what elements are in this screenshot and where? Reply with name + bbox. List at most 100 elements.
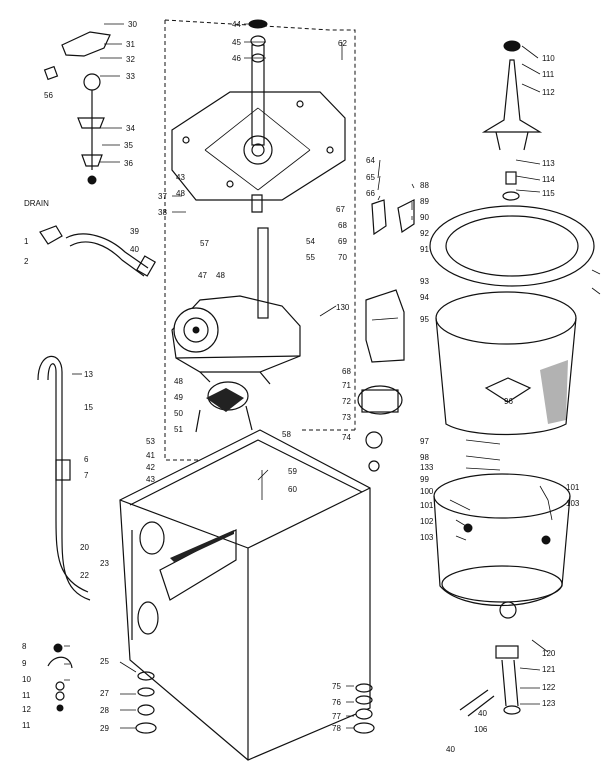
callout-101-left: 101: [420, 501, 434, 510]
callout-62: 62: [338, 39, 347, 48]
callout-89: 89: [420, 197, 429, 206]
outer-tub: [433, 473, 571, 717]
callout-42: 42: [146, 463, 155, 472]
callout-28: 28: [100, 706, 109, 715]
callout-75: 75: [332, 682, 341, 691]
callout-101-right: 101: [566, 483, 580, 492]
transmission: [171, 227, 301, 433]
callout-13: 13: [84, 370, 93, 379]
callout-36: 36: [124, 159, 133, 168]
callout-50: 50: [174, 409, 183, 418]
callout-66: 66: [366, 189, 375, 198]
callout-90: 90: [420, 213, 429, 222]
callout-48-low: 48: [174, 377, 183, 386]
callout-58: 58: [282, 430, 291, 439]
spin-basket: [435, 291, 577, 436]
callout-33: 33: [126, 72, 135, 81]
callout-43-low: 43: [146, 475, 155, 484]
callout-56: 56: [44, 91, 53, 100]
callout-100: 100: [420, 487, 434, 496]
callout-29: 29: [100, 724, 109, 733]
callout-123: 123: [542, 699, 556, 708]
callout-45: 45: [232, 38, 241, 47]
callout-64: 64: [366, 156, 375, 165]
callout-1: 1: [24, 237, 29, 246]
callout-59: 59: [288, 467, 297, 476]
callout-97: 97: [420, 437, 429, 446]
cabinet: [119, 429, 371, 761]
callout-103-left: 103: [420, 533, 434, 542]
callout-41: 41: [146, 451, 155, 460]
callout-121: 121: [542, 665, 556, 674]
callout-7: 7: [84, 471, 89, 480]
callout-15: 15: [84, 403, 93, 412]
tub-ring: [429, 205, 595, 287]
callout-37: 37: [158, 192, 167, 201]
callout-49: 49: [174, 393, 183, 402]
callout-74: 74: [342, 433, 351, 442]
callout-40-bottom: 40: [446, 745, 455, 754]
motor-assembly: [357, 289, 405, 472]
callout-92: 92: [420, 229, 429, 238]
callout-95: 95: [420, 315, 429, 324]
callout-111: 111: [542, 70, 555, 79]
callout-122: 122: [542, 683, 556, 692]
callout-48-mid: 48: [216, 271, 225, 280]
callout-91: 91: [420, 245, 429, 254]
callout-114: 114: [542, 175, 555, 184]
callout-77: 77: [332, 712, 341, 721]
callout-78: 78: [332, 724, 341, 733]
callout-69: 69: [338, 237, 347, 246]
bracket-parts: [371, 199, 415, 236]
callout-35: 35: [124, 141, 133, 150]
callout-20: 20: [80, 543, 89, 552]
callout-31: 31: [126, 40, 135, 49]
hose-clamps: [47, 643, 73, 712]
callout-8: 8: [22, 642, 27, 651]
callout-54: 54: [306, 237, 315, 246]
callout-57: 57: [200, 239, 209, 248]
drain-hose-assembly: [39, 225, 157, 277]
callout-76: 76: [332, 698, 341, 707]
callout-11-bottom: 11: [22, 721, 31, 730]
bracket-assembly: [43, 31, 111, 185]
callout-99: 99: [420, 475, 429, 484]
callout-98: 98: [420, 453, 429, 462]
callout-130: 130: [336, 303, 350, 312]
callout-40: 40: [130, 245, 139, 254]
callout-67: 67: [336, 205, 345, 214]
callout-34: 34: [126, 124, 135, 133]
callout-47: 47: [198, 271, 207, 280]
callout-32: 32: [126, 55, 135, 64]
callout-38: 38: [158, 208, 167, 217]
callout-110: 110: [542, 54, 555, 63]
callout-55: 55: [306, 253, 315, 262]
callout-6: 6: [84, 455, 89, 464]
callout-96: 96: [504, 397, 513, 406]
callout-44: 44: [232, 20, 241, 29]
leader-lines: [64, 23, 601, 729]
callout-68-top: 68: [338, 221, 347, 230]
callout-10: 10: [22, 675, 31, 684]
callout-102: 102: [420, 517, 434, 526]
callout-27: 27: [100, 689, 109, 698]
leveling-legs: [135, 671, 375, 734]
callout-43: 43: [176, 173, 185, 182]
callout-48-top: 48: [176, 189, 185, 198]
callout-46: 46: [232, 54, 241, 63]
callout-106: 106: [474, 725, 488, 734]
assembly-guide-lines: [164, 19, 356, 461]
callout-40-bottom-right: 40: [478, 709, 487, 718]
callout-12: 12: [22, 705, 31, 714]
callout-labels: 30 31 32 33 34 35 36 56 37 38 DRAIN 1 2 …: [22, 20, 580, 754]
agitator: [481, 40, 543, 201]
callout-70: 70: [338, 253, 347, 262]
callout-113: 113: [542, 159, 555, 168]
callout-73: 73: [342, 413, 351, 422]
callout-103-right: 103: [566, 499, 580, 508]
callout-93: 93: [420, 277, 429, 286]
callout-65: 65: [366, 173, 375, 182]
callout-94: 94: [420, 293, 429, 302]
callout-39: 39: [130, 227, 139, 236]
